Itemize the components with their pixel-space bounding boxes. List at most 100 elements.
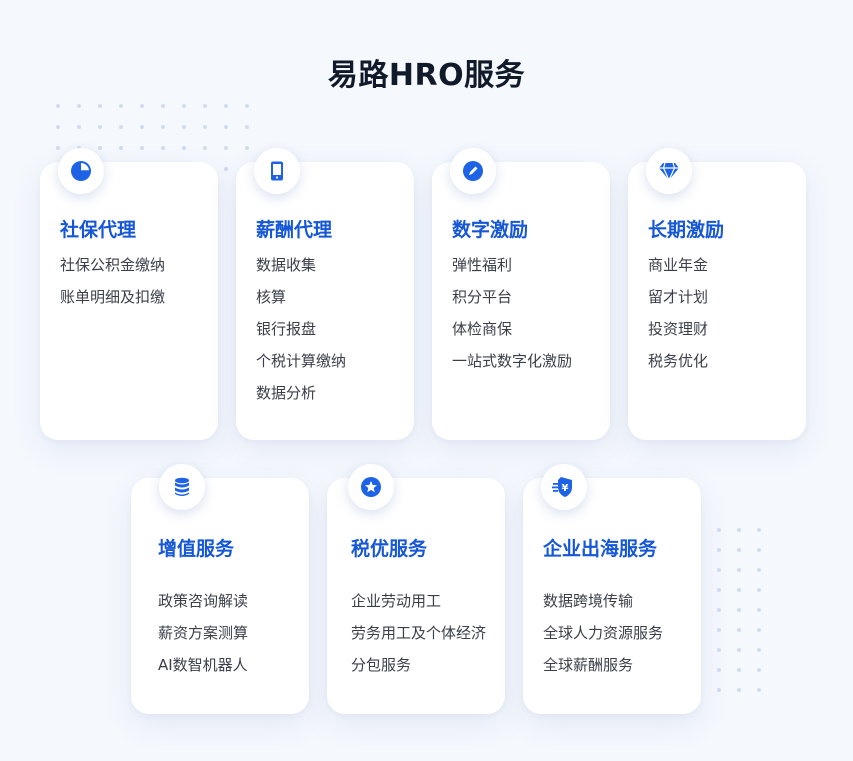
list-item: 数据分析 <box>256 384 317 402</box>
decor-dot <box>224 104 228 108</box>
card-item-list: 弹性福利 积分平台 体检商保 一站式数字化激励 <box>452 254 572 382</box>
list-item: 核算 <box>256 288 287 306</box>
list-item: 投资理财 <box>648 320 709 338</box>
decor-dot <box>182 125 186 129</box>
decor-dot <box>737 628 741 632</box>
decor-dot <box>56 104 60 108</box>
list-item: 商业年金 <box>648 256 709 274</box>
decor-dot <box>77 104 81 108</box>
card-item-list: 政策咨询解读 薪资方案测算 AI数智机器人 <box>158 590 248 686</box>
card-tax-optimization[interactable]: 税优服务 企业劳动用工 劳务用工及个体经济 分包服务 <box>327 464 505 714</box>
card-digital-incentive[interactable]: 数字激励 弹性福利 积分平台 体检商保 一站式数字化激励 <box>432 148 610 440</box>
decor-dot <box>224 146 228 150</box>
card-global-expansion[interactable]: ¥ 企业出海服务 数据跨境传输 全球人力资源服务 全球薪酬服务 <box>523 464 701 714</box>
decor-dot <box>737 688 741 692</box>
list-item: 数据跨境传输 <box>543 592 634 610</box>
decor-dot <box>161 146 165 150</box>
card-title: 企业出海服务 <box>543 538 658 560</box>
decor-dot <box>717 648 721 652</box>
pie-chart-icon <box>58 148 104 194</box>
decor-dot <box>717 608 721 612</box>
card-title: 数字激励 <box>452 219 529 241</box>
decor-dot <box>203 146 207 150</box>
list-item: 企业劳动用工 <box>351 592 442 610</box>
card-item-list: 数据跨境传输 全球人力资源服务 全球薪酬服务 <box>543 590 663 686</box>
decor-dot <box>203 125 207 129</box>
decor-dot <box>737 608 741 612</box>
card-title: 社保代理 <box>60 219 137 241</box>
star-icon <box>348 464 394 510</box>
decor-dot <box>717 628 721 632</box>
decor-dot <box>737 648 741 652</box>
list-item: 全球人力资源服务 <box>543 624 664 642</box>
list-item: 体检商保 <box>452 320 513 338</box>
card-item-list: 数据收集 核算 银行报盘 个税计算缴纳 数据分析 <box>256 254 346 414</box>
pencil-icon <box>450 148 496 194</box>
card-title: 税优服务 <box>351 538 428 560</box>
list-item: 数据收集 <box>256 256 317 274</box>
decor-dot <box>717 688 721 692</box>
decor-dot <box>140 104 144 108</box>
decor-dot <box>245 146 249 150</box>
decor-dot <box>717 588 721 592</box>
decor-dot <box>757 528 761 532</box>
decor-dot <box>245 104 249 108</box>
decor-dot <box>717 528 721 532</box>
list-item: 薪资方案测算 <box>158 624 249 642</box>
decor-dot <box>119 146 123 150</box>
decor-dot <box>737 548 741 552</box>
card-payroll[interactable]: 薪酬代理 数据收集 核算 银行报盘 个税计算缴纳 数据分析 <box>236 148 414 440</box>
diamond-icon <box>646 148 692 194</box>
list-item: 政策咨询解读 <box>158 592 249 610</box>
card-item-list: 企业劳动用工 劳务用工及个体经济 分包服务 <box>351 590 486 686</box>
decor-dot <box>737 668 741 672</box>
decor-dot <box>717 668 721 672</box>
decor-dot <box>224 125 228 129</box>
list-item: 分包服务 <box>351 656 412 674</box>
list-item: 社保公积金缴纳 <box>60 256 166 274</box>
decor-dot <box>98 104 102 108</box>
list-item: 个税计算缴纳 <box>256 352 347 370</box>
page-title: 易路HRO服务 <box>327 58 526 93</box>
decor-dot <box>737 588 741 592</box>
list-item: 留才计划 <box>648 288 709 306</box>
list-item: 积分平台 <box>452 288 513 306</box>
decor-dot <box>119 104 123 108</box>
decor-dot <box>182 104 186 108</box>
decor-dot <box>98 125 102 129</box>
list-item: 弹性福利 <box>452 256 513 274</box>
decor-dot <box>203 104 207 108</box>
list-item: AI数智机器人 <box>158 656 248 674</box>
decor-dot <box>757 648 761 652</box>
list-item: 一站式数字化激励 <box>452 352 573 370</box>
decor-dot <box>757 568 761 572</box>
card-social-insurance[interactable]: 社保代理 社保公积金缴纳 账单明细及扣缴 <box>40 148 218 440</box>
list-item: 税务优化 <box>648 352 709 370</box>
card-title: 增值服务 <box>158 538 235 560</box>
decor-dot <box>140 125 144 129</box>
card-title: 长期激励 <box>648 219 725 241</box>
decor-dot <box>757 688 761 692</box>
card-title: 薪酬代理 <box>256 219 333 241</box>
decor-dot <box>161 125 165 129</box>
card-long-term-incentive[interactable]: 长期激励 商业年金 留才计划 投资理财 税务优化 <box>628 148 806 440</box>
card-value-added[interactable]: 增值服务 政策咨询解读 薪资方案测算 AI数智机器人 <box>131 464 309 714</box>
decor-dot <box>737 568 741 572</box>
mobile-phone-icon <box>254 148 300 194</box>
yuan-shield-icon: ¥ <box>541 464 587 510</box>
decor-dot <box>56 125 60 129</box>
card-item-list: 社保公积金缴纳 账单明细及扣缴 <box>60 254 165 318</box>
decor-dot <box>757 628 761 632</box>
database-icon <box>159 464 205 510</box>
list-item: 劳务用工及个体经济 <box>351 624 487 642</box>
decor-dot <box>224 167 228 171</box>
list-item: 全球薪酬服务 <box>543 656 634 674</box>
card-item-list: 商业年金 留才计划 投资理财 税务优化 <box>648 254 708 382</box>
decor-dot <box>119 125 123 129</box>
decor-dot <box>98 146 102 150</box>
decor-dot <box>161 104 165 108</box>
decor-dot <box>737 528 741 532</box>
decor-dot <box>757 668 761 672</box>
list-item: 银行报盘 <box>256 320 317 338</box>
decor-dot <box>182 146 186 150</box>
